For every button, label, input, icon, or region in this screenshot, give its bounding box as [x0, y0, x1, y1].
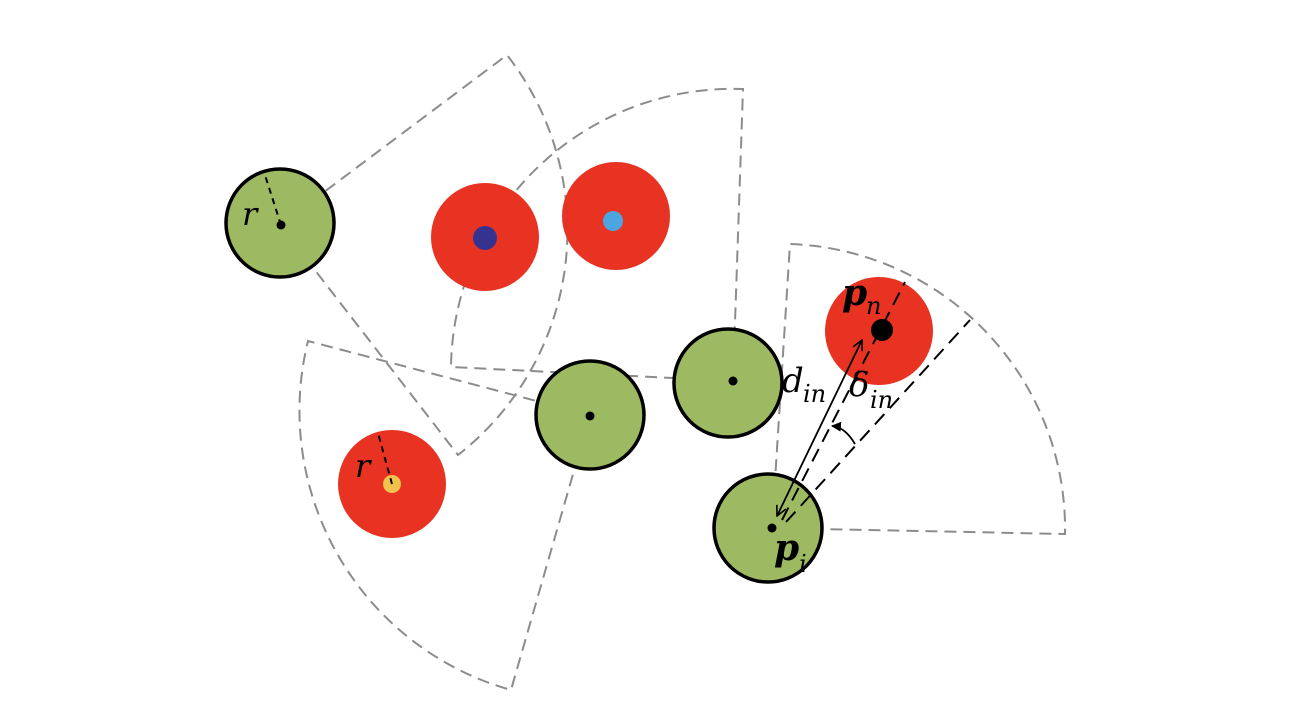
label-p-i-sub: i [799, 550, 807, 578]
radius-line-robot-1 [263, 171, 282, 226]
label-p-n-sub: n [866, 292, 881, 320]
robot-center-2 [585, 411, 595, 421]
bearing-line-to-pn [781, 281, 906, 521]
label-p-n: p [842, 272, 867, 314]
sensing-sector-robot-2 [298, 339, 592, 692]
target-marker-blue [603, 211, 623, 231]
angle-arc-delta-in [831, 421, 856, 445]
sensing-sector-robot-3 [449, 87, 745, 383]
sensing-sector-robot-1 [278, 53, 569, 457]
label-delta-in: δ [849, 365, 869, 405]
robot-circle-3 [672, 327, 784, 439]
distance-arrow-d-in [777, 340, 862, 516]
radius-line-target-3 [377, 432, 393, 485]
robot-center-3 [728, 376, 738, 386]
target-marker-navy [473, 226, 497, 250]
label-r-robot: r [242, 195, 259, 233]
bearing-line-heading [785, 319, 971, 523]
robot-center-i [767, 523, 777, 533]
label-d-in: d [782, 361, 804, 401]
target-marker-n [871, 319, 893, 341]
label-r-target: r [355, 447, 372, 485]
label-d-in-sub: in [803, 380, 826, 408]
label-p-i: p [774, 527, 799, 569]
sensing-sector-robot-i [770, 242, 1067, 536]
label-delta-in-sub: in [870, 386, 893, 414]
